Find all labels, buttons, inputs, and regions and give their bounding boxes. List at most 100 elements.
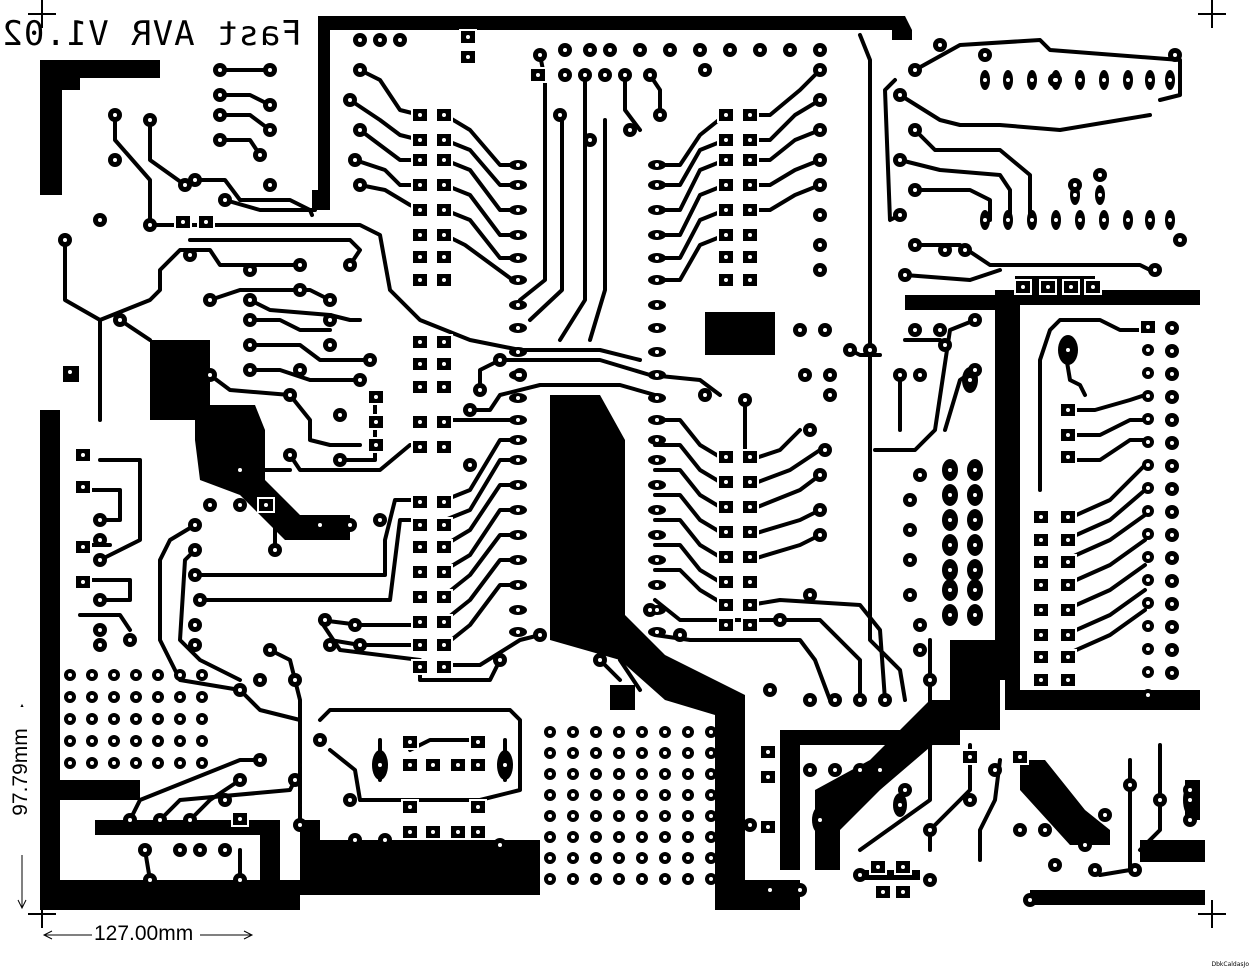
drill-hole bbox=[358, 378, 362, 382]
drill-hole bbox=[112, 739, 116, 743]
drill-hole bbox=[442, 500, 446, 504]
drill-hole bbox=[1039, 608, 1043, 612]
drill-hole bbox=[655, 533, 659, 537]
drill-hole bbox=[200, 717, 204, 721]
drill-hole bbox=[378, 518, 382, 522]
drill-hole bbox=[1168, 78, 1172, 82]
drill-hole bbox=[200, 695, 204, 699]
drill-hole bbox=[328, 343, 332, 347]
drill-hole bbox=[617, 814, 621, 818]
drill-hole bbox=[81, 580, 85, 584]
drill-hole bbox=[748, 158, 752, 162]
drill-hole bbox=[1133, 868, 1137, 872]
drill-hole bbox=[898, 213, 902, 217]
drill-hole bbox=[442, 183, 446, 187]
drill-hole bbox=[818, 98, 822, 102]
drill-hole bbox=[973, 468, 977, 472]
drill-hole bbox=[617, 835, 621, 839]
drill-hole bbox=[883, 698, 887, 702]
drill-hole bbox=[1054, 218, 1058, 222]
drill-hole bbox=[663, 793, 667, 797]
drill-hole bbox=[908, 528, 912, 532]
drill-hole bbox=[686, 793, 690, 797]
drill-hole bbox=[442, 420, 446, 424]
drill-hole bbox=[90, 739, 94, 743]
drill-hole bbox=[617, 751, 621, 755]
drill-hole bbox=[374, 443, 378, 447]
drill-hole bbox=[68, 739, 72, 743]
drill-hole bbox=[156, 739, 160, 743]
drill-hole bbox=[571, 730, 575, 734]
drill-hole bbox=[148, 223, 152, 227]
drill-hole bbox=[908, 558, 912, 562]
drill-hole bbox=[938, 328, 942, 332]
drill-hole bbox=[378, 763, 382, 767]
drill-hole bbox=[218, 68, 222, 72]
drill-hole bbox=[193, 643, 197, 647]
drill-hole bbox=[298, 263, 302, 267]
drill-hole bbox=[563, 73, 567, 77]
drill-hole bbox=[516, 458, 520, 462]
drill-hole bbox=[973, 493, 977, 497]
drill-hole bbox=[516, 583, 520, 587]
drill-hole bbox=[878, 768, 882, 772]
drill-hole bbox=[548, 835, 552, 839]
drill-hole bbox=[594, 835, 598, 839]
drill-hole bbox=[1170, 648, 1174, 652]
drill-hole bbox=[818, 473, 822, 477]
drill-hole bbox=[1066, 433, 1070, 437]
drill-hole bbox=[913, 328, 917, 332]
drill-hole bbox=[1043, 828, 1047, 832]
drill-hole bbox=[640, 835, 644, 839]
drill-hole bbox=[143, 848, 147, 852]
drill-hole bbox=[686, 856, 690, 860]
drill-hole bbox=[709, 730, 713, 734]
drill-hole bbox=[1066, 455, 1070, 459]
drill-hole bbox=[498, 843, 502, 847]
drill-hole bbox=[418, 445, 422, 449]
drill-hole bbox=[358, 183, 362, 187]
drill-hole bbox=[442, 362, 446, 366]
drill-hole bbox=[358, 38, 362, 42]
drill-hole bbox=[724, 603, 728, 607]
drill-hole bbox=[1053, 863, 1057, 867]
drill-hole bbox=[298, 368, 302, 372]
drill-hole bbox=[223, 798, 227, 802]
drill-hole bbox=[1066, 608, 1070, 612]
drill-hole bbox=[90, 761, 94, 765]
drill-hole bbox=[156, 717, 160, 721]
drill-hole bbox=[1146, 394, 1150, 398]
drill-hole bbox=[788, 48, 792, 52]
drill-hole bbox=[1126, 78, 1130, 82]
drill-hole bbox=[698, 48, 702, 52]
drill-hole bbox=[288, 453, 292, 457]
drill-hole bbox=[134, 673, 138, 677]
drill-hole bbox=[558, 113, 562, 117]
drill-hole bbox=[640, 751, 644, 755]
drill-hole bbox=[1146, 417, 1150, 421]
drill-hole bbox=[68, 673, 72, 677]
drill-hole bbox=[571, 772, 575, 776]
drill-hole bbox=[655, 583, 659, 587]
drill-hole bbox=[913, 128, 917, 132]
drill-hole bbox=[678, 633, 682, 637]
drill-hole bbox=[973, 568, 977, 572]
drill-hole bbox=[973, 368, 977, 372]
drill-hole bbox=[368, 358, 372, 362]
drill-hole bbox=[848, 348, 852, 352]
drill-hole bbox=[418, 523, 422, 527]
drill-hole bbox=[188, 818, 192, 822]
drill-hole bbox=[868, 348, 872, 352]
drill-hole bbox=[748, 455, 752, 459]
drill-hole bbox=[466, 55, 470, 59]
drill-hole bbox=[298, 288, 302, 292]
drill-hole bbox=[476, 740, 480, 744]
drill-hole bbox=[686, 814, 690, 818]
drill-hole bbox=[358, 643, 362, 647]
drill-hole bbox=[148, 118, 152, 122]
drill-hole bbox=[178, 717, 182, 721]
drill-hole bbox=[1018, 828, 1022, 832]
drill-hole bbox=[536, 73, 540, 77]
drill-hole bbox=[655, 326, 659, 330]
drill-hole bbox=[571, 814, 575, 818]
